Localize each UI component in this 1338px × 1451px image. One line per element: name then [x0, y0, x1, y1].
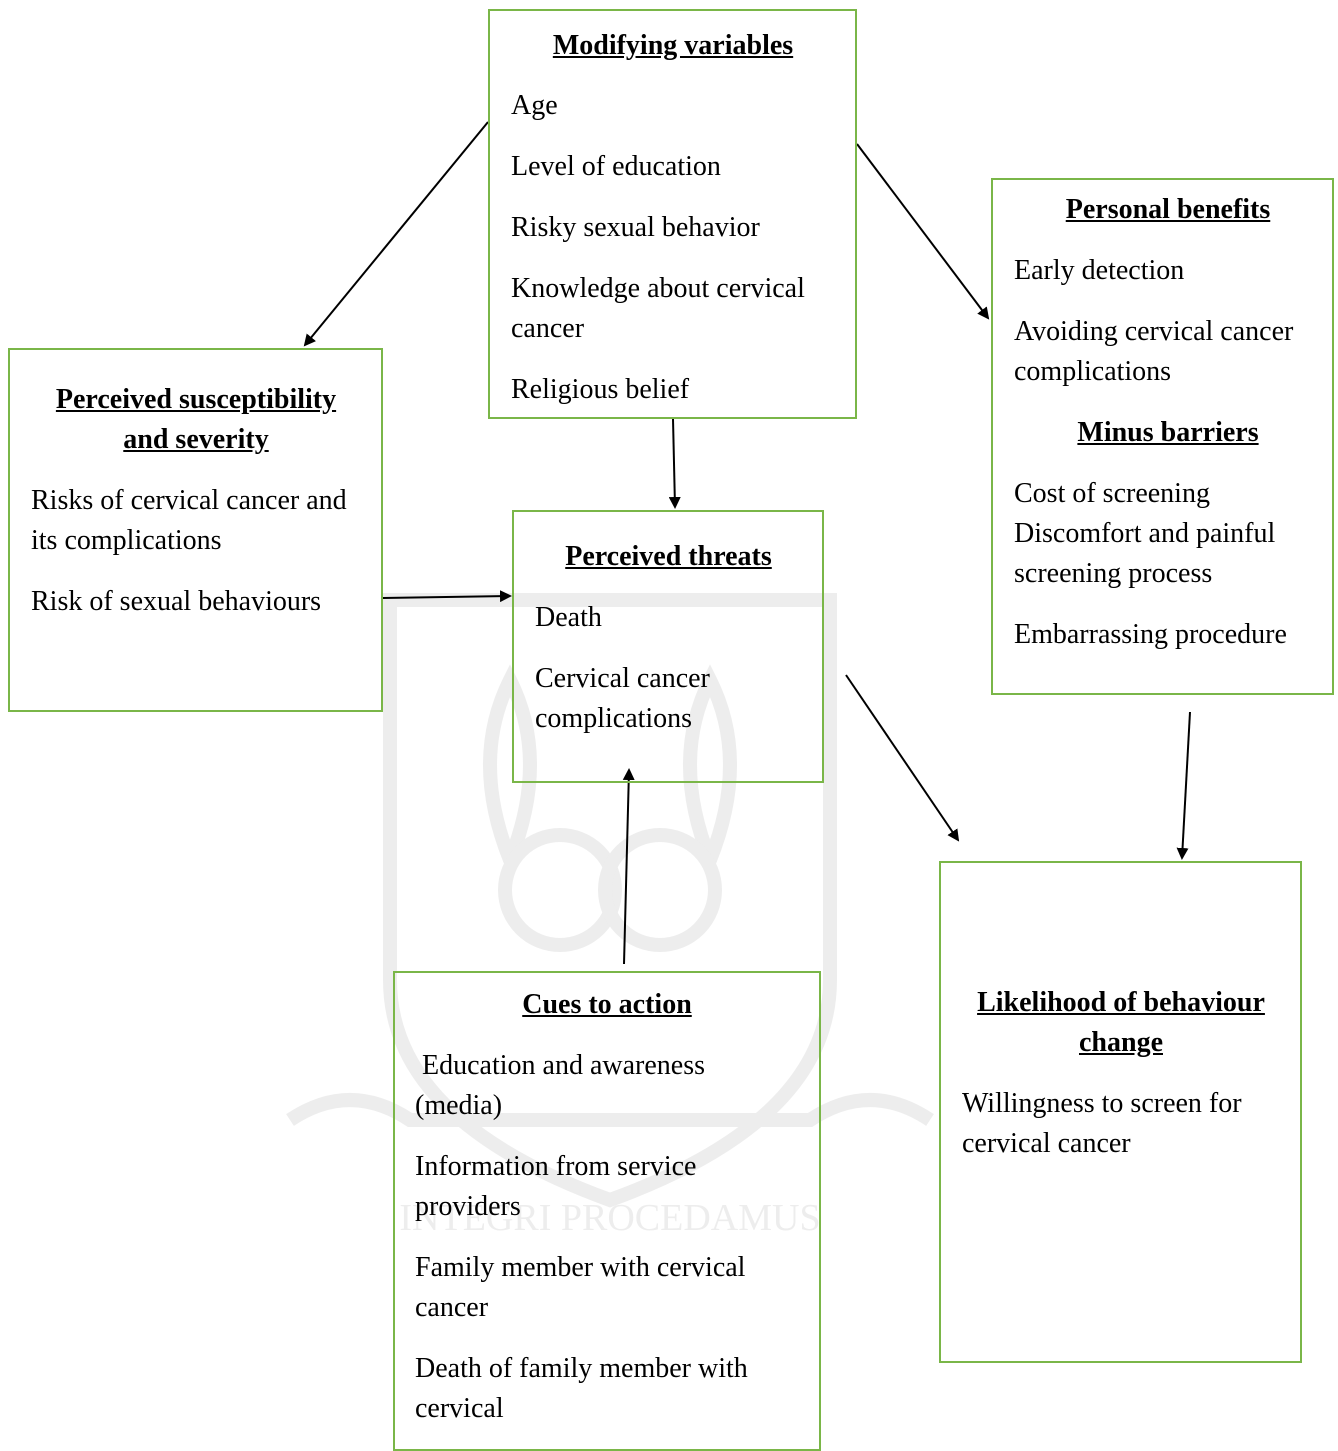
cue-item-death-family: Death of family member with cervical [415, 1353, 748, 1424]
arrow-threats-to-likelihood [845, 674, 960, 842]
modifying-item-sexual-behavior: Risky sexual behavior [511, 212, 760, 243]
arrow-barriers-to-likelihood [1176, 711, 1191, 860]
arrow-modifying-to-threats [668, 418, 681, 509]
perceived-threats-title: Perceived threats [565, 541, 772, 572]
cues-to-action-title: Cues to action [522, 989, 692, 1020]
modifying-item-age: Age [511, 90, 558, 121]
modifying-item-religion: Religious belief [511, 374, 690, 405]
likelihood-item-willingness: Willingness to screen for cervical cance… [962, 1088, 1242, 1159]
barrier-item-discomfort: Discomfort and painful screening process [1014, 518, 1276, 589]
arrow-cues-to-threats [622, 768, 635, 965]
modifying-variables-box: Modifying variables Age Level of educati… [488, 9, 857, 419]
benefit-item-avoiding: Avoiding cervical cancer complications [1014, 316, 1294, 387]
threat-item-complications: Cervical cancer complications [535, 663, 710, 734]
personal-benefits-title: Personal benefits [1065, 194, 1271, 225]
barrier-item-embarrassing: Embarrassing procedure [1014, 619, 1287, 650]
personal-benefits-box: Personal benefits Early detection Avoidi… [991, 178, 1334, 695]
cue-item-service-providers: Information from service providers [415, 1151, 697, 1222]
minus-barriers-title: Minus barriers [1077, 417, 1259, 448]
perceived-threats-box: Perceived threats Death Cervical cancer … [512, 510, 824, 783]
barrier-item-cost: Cost of screening [1014, 478, 1210, 509]
arrow-modifying-to-susceptibility [303, 121, 489, 347]
likelihood-box: Likelihood of behaviour change Willingne… [939, 861, 1302, 1363]
perceived-susceptibility-box: Perceived susceptibility and severity Ri… [8, 348, 383, 712]
arrow-modifying-to-benefits [856, 143, 990, 320]
cue-item-family-member: Family member with cervical cancer [415, 1252, 746, 1323]
susceptibility-item-risks: Risks of cervical cancer and its complic… [31, 485, 347, 556]
susceptibility-item-sexual: Risk of sexual behaviours [31, 586, 322, 617]
likelihood-title: Likelihood of behaviour change [977, 987, 1265, 1058]
benefit-item-early-detection: Early detection [1014, 255, 1185, 286]
cue-item-education: Education and awareness (media) [415, 1050, 712, 1121]
cues-to-action-box: Cues to action Education and awareness (… [393, 971, 821, 1451]
arrow-susceptibility-to-threats [382, 590, 512, 603]
modifying-item-education: Level of education [511, 151, 721, 182]
modifying-item-knowledge: Knowledge about cervical cancer [511, 273, 805, 344]
threat-item-death: Death [535, 602, 602, 633]
perceived-susceptibility-title: Perceived susceptibility and severity [55, 384, 337, 455]
modifying-variables-title: Modifying variables [552, 30, 794, 61]
